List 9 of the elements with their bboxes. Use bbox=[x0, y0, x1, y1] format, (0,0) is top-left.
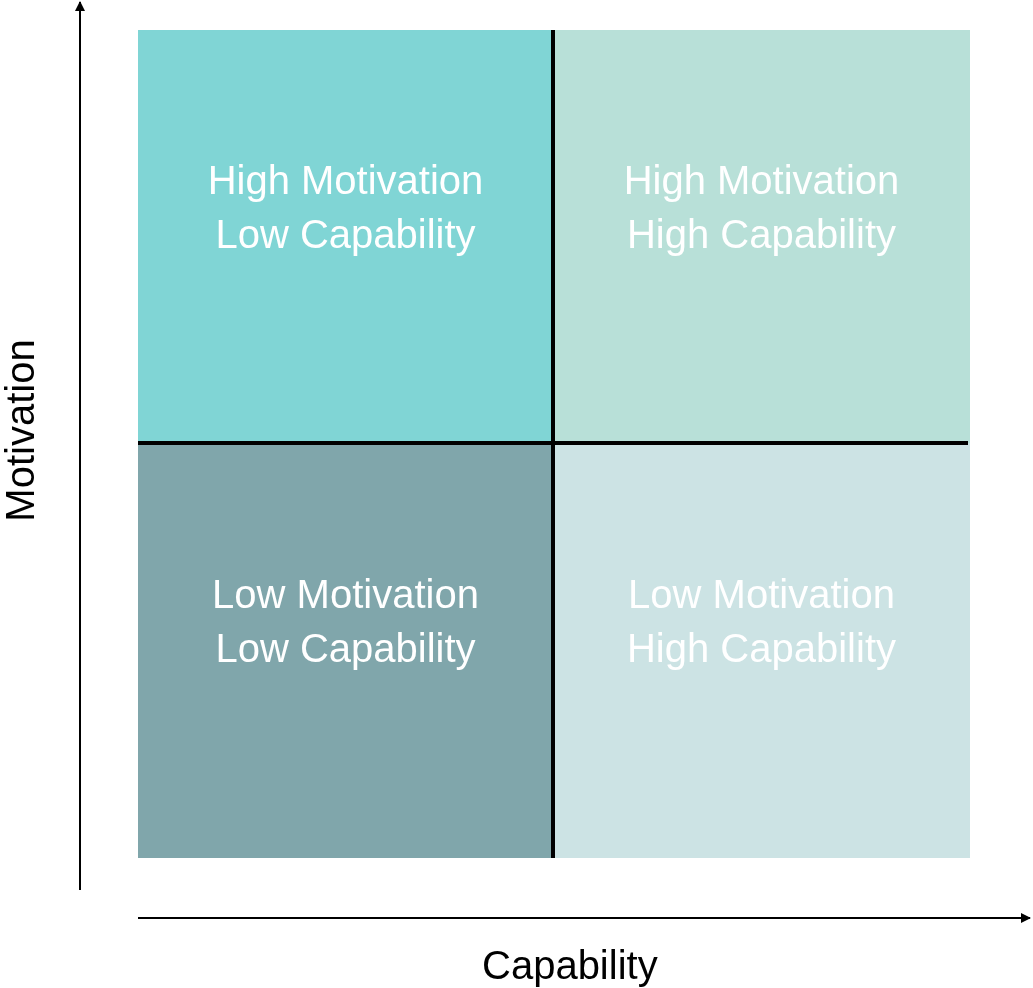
quadrant-label: High Motivation Low Capability bbox=[206, 156, 485, 258]
quadrant-panel bbox=[553, 443, 970, 858]
axis-title: Capability bbox=[482, 942, 658, 988]
axis-title: Motivation bbox=[0, 338, 43, 522]
quadrant-panel bbox=[138, 443, 553, 858]
quadrant-label: Low Motivation Low Capability bbox=[211, 570, 480, 672]
quadrant-label: High Motivation High Capability bbox=[622, 156, 901, 258]
quadrant-panel bbox=[553, 30, 970, 443]
quadrant-panel bbox=[138, 30, 553, 443]
